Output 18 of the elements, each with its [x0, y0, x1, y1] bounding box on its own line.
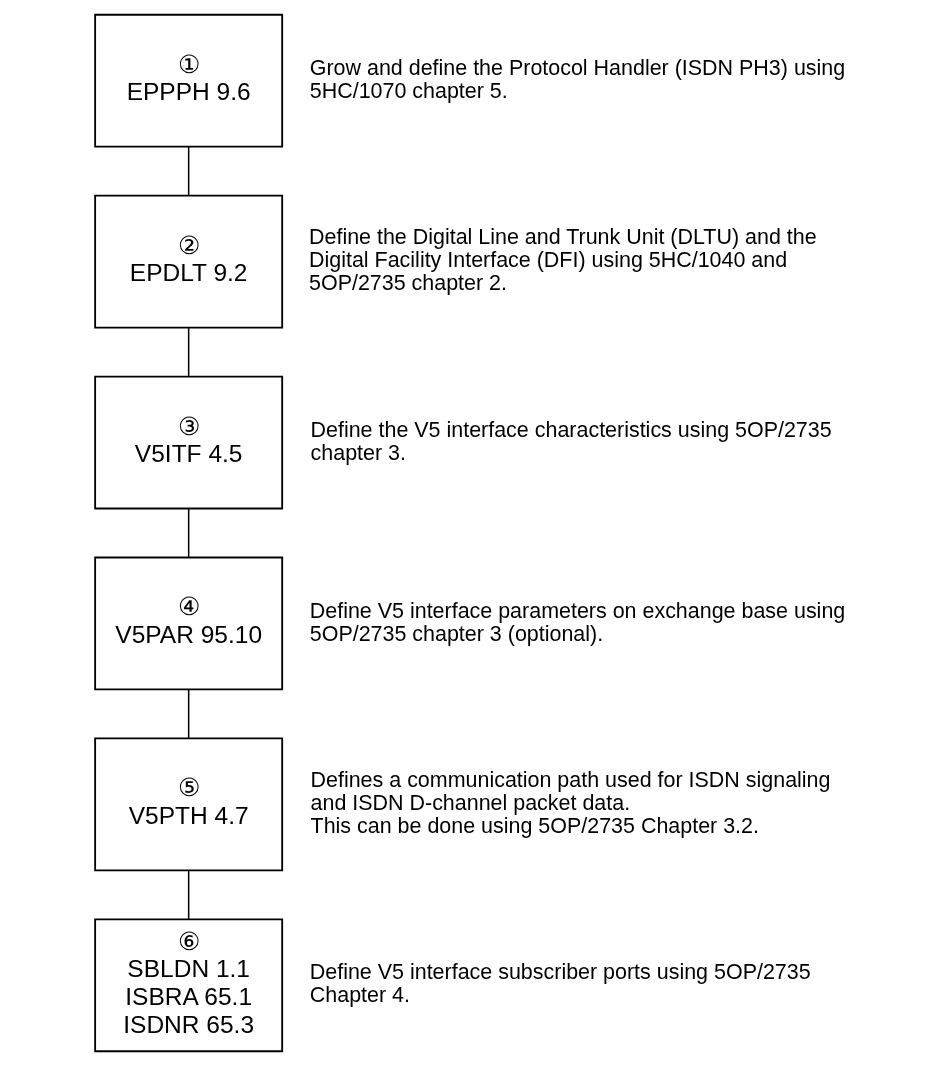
node-box: ⑥ SBLDN 1.1 ISBRA 65.1 ISDNR 65.3 [94, 918, 284, 1053]
node-box: ② EPDLT 9.2 [94, 194, 284, 329]
node-box: ④ V5PAR 95.10 [94, 556, 284, 691]
connector [187, 508, 190, 558]
node-box: ⑤ V5PTH 4.7 [94, 737, 284, 872]
node-label: Grow and define the Protocol Handler (ISDN PH3) using 5HC/1070 chapter 5. [309, 55, 846, 103]
connector [187, 146, 190, 196]
connector [187, 327, 190, 377]
connector [187, 869, 190, 920]
node-box: ① EPPPH 9.6 [94, 13, 284, 148]
connector [187, 688, 190, 739]
node-box: ③ V5ITF 4.5 [94, 375, 284, 510]
node-label: Define the V5 interface characteristics using 5OP/2735 chapter 3. [310, 417, 832, 465]
node-label: This can be done using 5OP/2735 Chapter 3.2. [310, 814, 759, 839]
node-label: Define V5 interface parameters on exchange base using 5OP/2735 chapter 3 (optional). [309, 598, 846, 646]
node-label: Define V5 interface subscriber ports using 5OP/2735 Chapter 4. [309, 960, 811, 1008]
node-label: Define the Digital Line and Trunk Unit (DLTU) and the Digital Facility Interface (DFI) using 5HC/1040 and 5OP/2735 chapter 2. [309, 225, 817, 296]
node-label: Defines a communication path used for ISDN signaling and ISDN D-channel packet data. [310, 768, 831, 816]
